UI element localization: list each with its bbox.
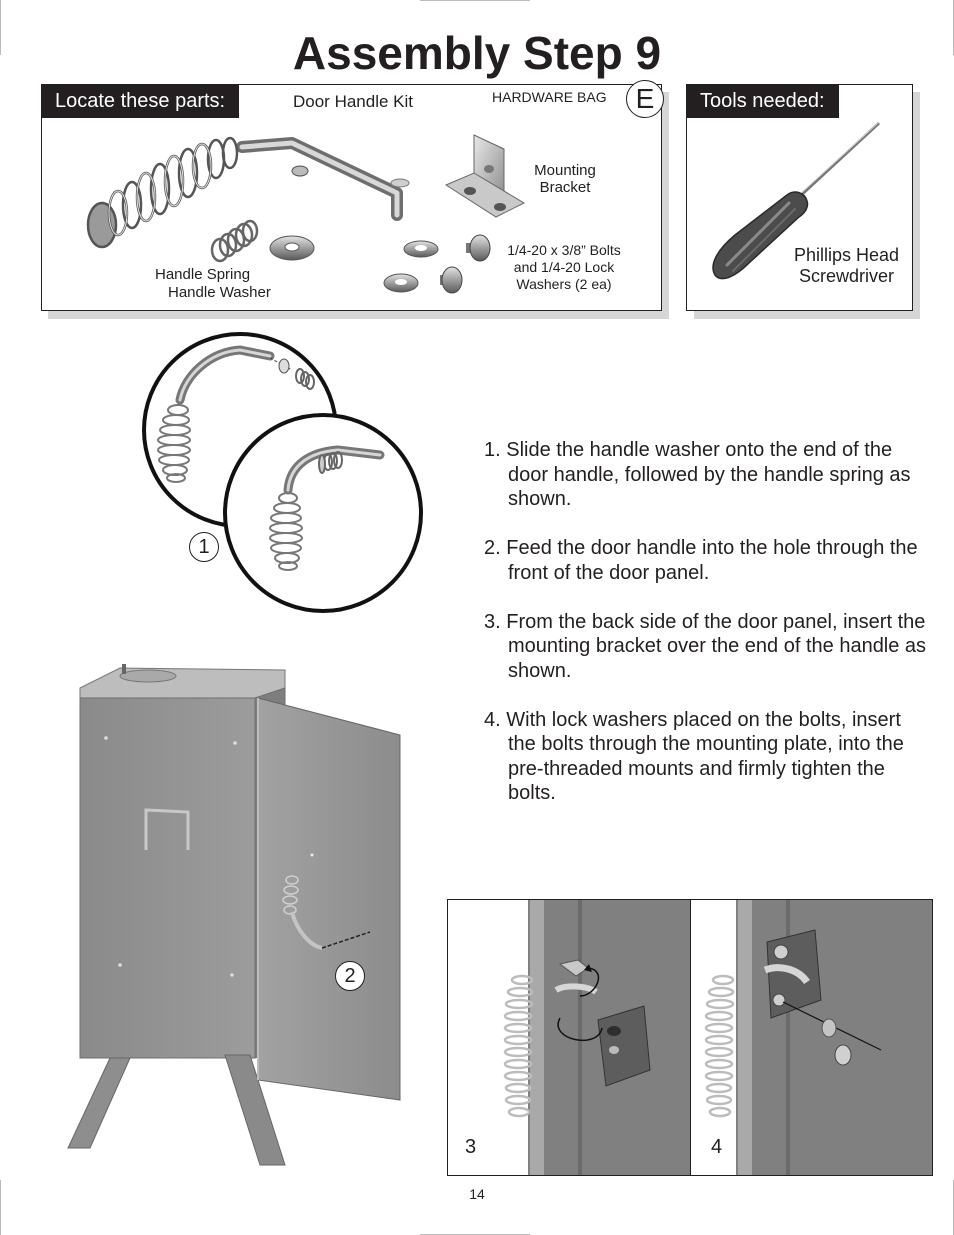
step-text: Feed the door handle into the hole throu… — [506, 537, 918, 584]
handle-spring-icon — [210, 219, 259, 263]
page-number: 14 — [469, 1186, 485, 1202]
figure-3-4-frame: 3 4 — [447, 899, 933, 1176]
figure-4-bolt-detail — [704, 900, 932, 1175]
bolts-line: 1/4-20 x 3/8” Bolts — [507, 242, 621, 258]
door-handle-icon — [86, 136, 410, 249]
phillips-screwdriver-icon — [712, 121, 881, 280]
figure-divider — [690, 900, 691, 1175]
handle-spring-label: Handle Spring — [155, 266, 251, 283]
tools-panel: Tools needed: Phillips Head Screwdriver — [686, 84, 913, 311]
step-number: 2. — [484, 537, 501, 559]
figure-1-detail — [142, 332, 423, 613]
parts-panel: Locate these parts: Door Handle Kit HARD… — [41, 80, 664, 311]
figure-4-label: 4 — [711, 1136, 723, 1158]
instruction-step: 4. With lock washers placed on the bolts… — [484, 708, 934, 806]
bolts-label: 1/4-20 x 3/8” Bolts and 1/4-20 Lock Wash… — [494, 242, 634, 293]
figure-2-smoker — [67, 664, 401, 1166]
crop-mark — [0, 1180, 1, 1235]
instruction-step: 2. Feed the door handle into the hole th… — [484, 536, 934, 585]
handle-washer-icon — [269, 235, 315, 261]
mounting-bracket-icon — [444, 134, 526, 218]
kit-label: Door Handle Kit — [293, 92, 414, 111]
parts-illustration — [86, 134, 526, 294]
figure-3-label: 3 — [465, 1136, 477, 1158]
bolts-line: and 1/4-20 Lock — [513, 259, 615, 275]
instruction-step: 3. From the back side of the door panel,… — [484, 610, 934, 684]
step-number: 4. — [484, 708, 501, 731]
step-text: From the back side of the door panel, in… — [506, 610, 927, 682]
page-title: Assembly Step 9 — [292, 27, 662, 79]
handle-washer-label: Handle Washer — [168, 284, 271, 301]
step-text: With lock washers placed on the bolts, i… — [506, 708, 904, 805]
figure-1-badge: 1 — [189, 532, 219, 562]
crop-mark — [420, 0, 530, 1]
bolt-icon — [440, 234, 491, 294]
step-number: 1. — [484, 439, 501, 461]
tool-label: Phillips Head Screwdriver — [779, 245, 914, 287]
instructions-list: 1. Slide the handle washer onto the end … — [484, 438, 934, 830]
crop-mark — [0, 0, 1, 55]
tools-panel-header: Tools needed: — [686, 84, 839, 118]
mounting-bracket-label: Mounting Bracket — [520, 162, 610, 196]
lock-washer-icon — [383, 240, 439, 293]
figure-3-bracket-detail — [503, 900, 690, 1175]
figure-2-badge: 2 — [335, 961, 365, 991]
step-text: Slide the handle washer onto the end of … — [506, 439, 911, 510]
bag-letter-badge: E — [626, 80, 664, 118]
tool-label-line: Phillips Head — [793, 245, 900, 265]
instruction-step: 1. Slide the handle washer onto the end … — [484, 438, 934, 512]
mounting-bracket-line: Mounting — [534, 162, 596, 179]
step-number: 3. — [484, 610, 501, 633]
mounting-bracket-line: Bracket — [539, 179, 591, 196]
bolts-line: Washers (2 ea) — [516, 276, 612, 292]
bag-letter: E — [635, 83, 655, 114]
tool-label-line: Screwdriver — [798, 266, 895, 286]
hardware-bag-label: HARDWARE BAG — [492, 89, 607, 105]
parts-panel-header: Locate these parts: — [41, 84, 240, 118]
